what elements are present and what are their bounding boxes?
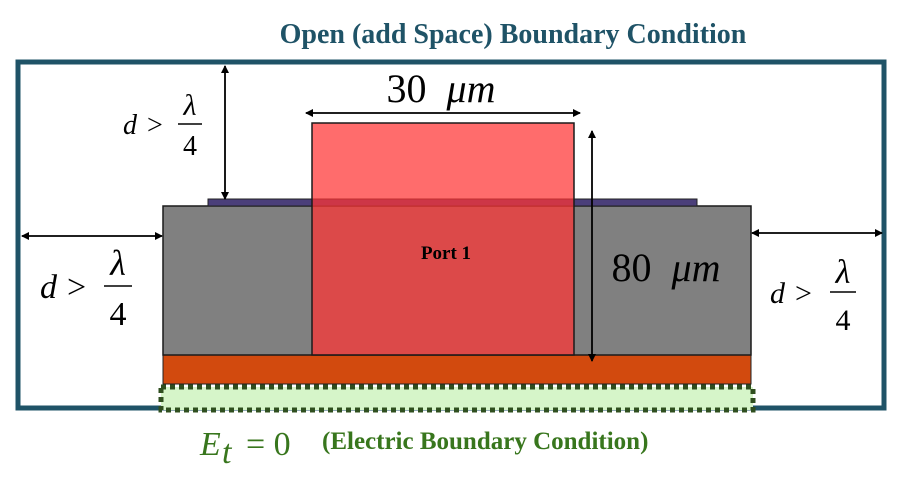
port-label: Port 1 [421,243,471,264]
svg-text:d: d [40,269,58,306]
width-dimension-label: 30 μm [387,66,496,111]
svg-text:= 0: = 0 [246,426,291,463]
diagram-title: Open (add Space) Boundary Condition [280,19,747,50]
svg-text:4: 4 [183,131,197,162]
svg-text:λ: λ [109,243,126,283]
svg-text:d: d [123,110,138,141]
svg-text:>: > [67,269,86,306]
svg-text:t: t [222,434,233,471]
svg-text:>: > [795,277,812,310]
svg-text:4: 4 [836,304,851,337]
svg-text:>: > [147,110,163,141]
svg-text:λ: λ [183,89,197,122]
svg-text:λ: λ [835,254,851,291]
right-spacing-label: d > λ 4 [770,254,856,337]
ground-layer [162,354,752,385]
svg-text:d: d [770,277,786,310]
svg-text:(Electric Boundary Condition): (Electric Boundary Condition) [322,428,648,455]
top-spacing-label: d > λ 4 [123,89,202,162]
electric-boundary-strip [158,384,756,413]
svg-text:4: 4 [110,296,127,333]
left-spacing-label: d > λ 4 [40,243,132,333]
port-region [311,122,575,356]
svg-text:E: E [199,426,221,463]
height-dimension-label: 80 μm [612,245,721,290]
electric-boundary-caption: E t = 0 (Electric Boundary Condition) [199,426,648,471]
